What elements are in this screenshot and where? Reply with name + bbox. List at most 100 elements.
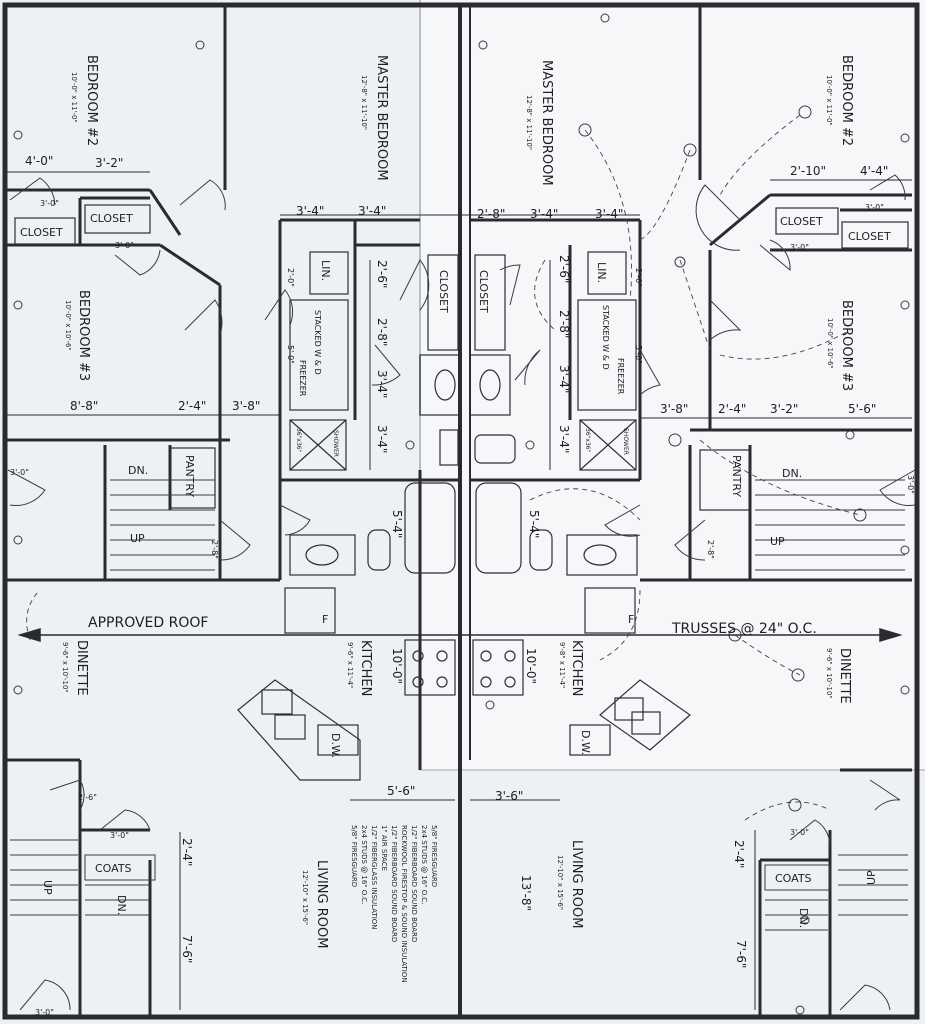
dim-3-2-top: 3'-2" <box>95 156 123 170</box>
dim-3-4-e: 3'-4" <box>375 370 389 398</box>
label-closet-1: CLOSET <box>20 226 63 239</box>
label-dw-right: D.W. <box>579 730 592 755</box>
dim-2-6-b: 2'-6" <box>557 255 571 283</box>
label-lin-left: LIN. <box>319 260 332 281</box>
room-size-master-right: 12'-8" x 11'-10" <box>525 95 533 150</box>
label-lin-right: LIN. <box>595 262 608 283</box>
room-size-master-left: 12'-8" x 11'-10" <box>360 75 368 130</box>
room-name-master-left: MASTER BEDROOM <box>374 55 389 181</box>
room-name-bedroom2-left: BEDROOM #2 <box>84 55 99 146</box>
wall-section-line-6: ROCKWOOL FIRESTOP & SOUND INSULATION <box>400 825 408 983</box>
fixture-boxes <box>14 204 909 511</box>
dim-2-8-c: 2'-8" <box>557 310 571 338</box>
dim-2-8-d: 2'-8" <box>210 540 219 559</box>
label-pantry-left: PANTRY <box>183 455 196 497</box>
dim-3-0-d: 3'-0" <box>790 243 809 252</box>
label-coats-left: COATS <box>95 862 132 875</box>
label-closet-2: CLOSET <box>90 212 133 225</box>
stairs <box>10 479 908 931</box>
dim-3-4-g: 3'-4" <box>557 365 571 393</box>
room-size-bedroom2-left: 10'-0" x 11'-0" <box>70 72 78 123</box>
wall-section-line-1: 5/8" FIRESGUARD <box>350 825 358 887</box>
label-dn-left: DN. <box>128 464 148 477</box>
dim-10-0-a: 10'-0" <box>390 648 404 684</box>
roof-arrow-line <box>17 627 903 643</box>
room-size-kitchen-left: 9'-6" x 11'-4" <box>346 642 354 688</box>
label-closet-6: CLOSET <box>477 270 490 313</box>
dim-3-0-h: 3'-0" <box>110 831 129 840</box>
room-size-bedroom3-left: 10'-0" x 10'-6" <box>64 300 72 351</box>
dim-5-4-b: 5'-4" <box>527 510 541 538</box>
label-dw-left: D.W. <box>329 733 342 758</box>
wall-section-line-2: 2x4 STUDS @ 16" O.C. <box>360 825 368 904</box>
dim-7-6-b: 7'-6" <box>734 940 748 968</box>
dim-3-6: 3'-6" <box>495 789 523 803</box>
label-up-lower-right: UP <box>865 870 878 885</box>
room-size-bedroom2-right: 10'-0" x 11'-0" <box>825 75 833 126</box>
dimension-lines <box>5 171 912 1010</box>
label-freezer-left: FREEZER <box>298 360 307 397</box>
dim-2-8-a: 2'-8" <box>477 207 505 221</box>
room-size-dinette-left: 9'-6" x 10'-10" <box>61 642 69 693</box>
dim-3-0-i: 3'-0" <box>790 828 809 837</box>
dim-3-2-b: 3'-2" <box>770 402 798 416</box>
dim-4-4: 4'-4" <box>860 164 888 178</box>
room-size-dinette-right: 9'-6" x 10'-10" <box>825 648 833 699</box>
room-size-kitchen-right: 9'-8" x 11'-4" <box>558 642 566 688</box>
label-dn-right: DN. <box>782 467 802 480</box>
wall-section-line-9: 5/8" FIRESGUARD <box>430 825 438 887</box>
dim-5-4-a: 5'-4" <box>390 510 404 538</box>
dim-5-0-a: 5'-0" <box>286 345 295 364</box>
bath-fixtures <box>289 354 638 576</box>
room-name-master-right: MASTER BEDROOM <box>539 60 554 186</box>
wall-section-line-5: 1/2" FIBERBOARD SOUND BOARD <box>390 825 398 942</box>
label-coats-right: COATS <box>775 872 812 885</box>
label-stacked-left: STACKED W & D <box>313 310 322 375</box>
dim-3-8-b: 3'-8" <box>660 402 688 416</box>
fixture-labels: CLOSET CLOSET CLOSET CLOSET CLOSET CLOSE… <box>20 212 891 928</box>
dim-3-4-a: 3'-4" <box>296 204 324 218</box>
kitchen-counters <box>237 587 691 781</box>
dim-3-4-c: 3'-4" <box>530 207 558 221</box>
room-name-bedroom2-right: BEDROOM #2 <box>839 55 854 146</box>
label-dn-lower-right: DN. <box>797 908 810 928</box>
dim-3-4-h: 3'-4" <box>557 425 571 453</box>
label-trusses: TRUSSES @ 24" O.C. <box>671 621 817 637</box>
dim-2-6-c: 2'-6" <box>78 793 97 802</box>
label-closet-4: CLOSET <box>848 230 891 243</box>
room-labels: BEDROOM #2 10'-0" x 11'-0" MASTER BEDROO… <box>61 55 854 948</box>
dim-2-4-b: 2'-4" <box>718 402 746 416</box>
dim-10-0-b: 10'-0" <box>524 648 538 684</box>
label-up-right: UP <box>770 535 785 548</box>
room-name-bedroom3-left: BEDROOM #3 <box>76 290 91 381</box>
dim-3-4-d: 3'-4" <box>595 207 623 221</box>
dim-2-0-b: 2'-0" <box>634 268 643 287</box>
label-up-lower-left: UP <box>41 880 54 895</box>
dim-3-0-a: 3'-0" <box>40 199 59 208</box>
label-pantry-right: PANTRY <box>730 455 743 497</box>
dim-5-0-b: 5'-0" <box>634 345 643 364</box>
wall-section-line-4: 1" AIR SPACE <box>380 825 388 871</box>
dim-2-10: 2'-10" <box>790 164 826 178</box>
wall-section-note: 5/8" FIRESGUARD 2x4 STUDS @ 16" O.C. 1/2… <box>350 825 438 983</box>
paper-sheet-right <box>420 0 925 770</box>
label-dn-lower-left: DN. <box>115 895 128 915</box>
dim-13-8: 13'-8" <box>519 875 533 911</box>
dim-3-0-b: 3'-0" <box>115 241 134 250</box>
dim-4-0: 4'-0" <box>25 154 53 168</box>
door-swings <box>7 174 916 1011</box>
dim-2-8-e: 2'-8" <box>706 540 715 559</box>
dim-7-6-a: 7'-6" <box>180 935 194 963</box>
dim-8-8: 8'-8" <box>70 399 98 413</box>
room-name-living-left: LIVING ROOM <box>314 860 329 948</box>
dim-3-0-f: 3'-0" <box>906 475 915 494</box>
label-up-left: UP <box>130 532 145 545</box>
label-f-left: F <box>322 613 328 626</box>
wall-section-line-3: 1/2" FIBERGLASS INSULATION <box>370 825 378 930</box>
dim-2-4-d: 2'-4" <box>732 840 746 868</box>
room-size-living-right: 12'-10" x 15'-6" <box>556 855 564 910</box>
dim-3-0-c: 3'-0" <box>865 203 884 212</box>
dim-5-6-b: 5'-6" <box>387 784 415 798</box>
dim-2-8-b: 2'-8" <box>375 318 389 346</box>
